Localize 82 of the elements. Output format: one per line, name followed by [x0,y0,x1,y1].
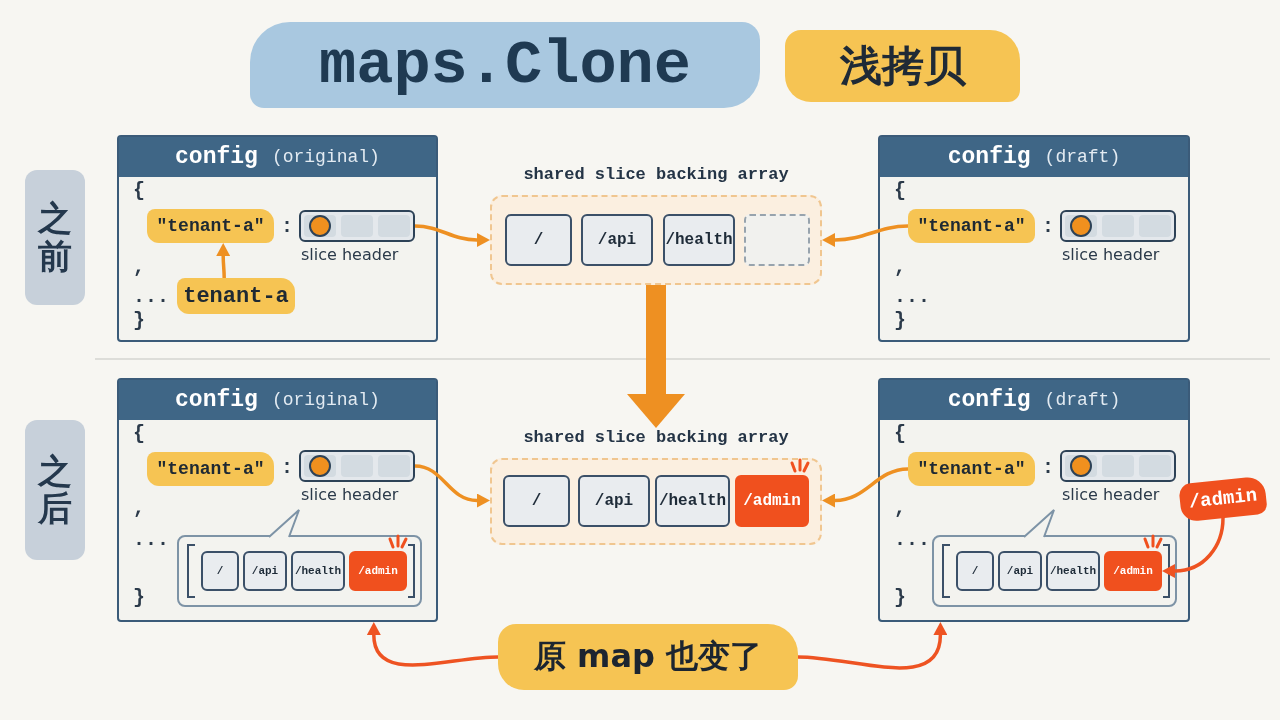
slice-header-label: slice header [1062,245,1160,264]
arrow [797,622,948,670]
panel-title: config [947,387,1031,413]
code-panel [117,378,438,622]
array-cell: / [505,214,572,266]
code-brace: } [894,309,906,333]
array-cell: /api [578,475,650,527]
note-highlight: 原 map 也变了 [498,624,798,690]
code-colon: : [1042,456,1054,480]
callout-bubble [177,508,422,607]
slice-header-bar [299,210,415,242]
panel-title: config [175,387,258,413]
array-cell: /admin [735,475,809,527]
arrow [216,243,231,279]
code-brace: { [894,179,906,203]
array-cell: /health [1046,551,1100,591]
section-label: 之后 [38,452,72,528]
slice-header-bar [1060,450,1176,482]
panel-title: config [947,144,1031,170]
code-ellipsis: ... [133,528,169,552]
code-colon: : [281,215,293,239]
slice-header-label: slice header [301,485,399,504]
key-highlight: "tenant-a" [908,209,1035,243]
arrow [366,622,499,667]
slice-header-bar [1060,210,1176,242]
array-cell: /api [243,551,287,591]
array-cell: /health [655,475,730,527]
code-ellipsis: ... [894,528,930,552]
panel-subtitle: (draft) [1044,147,1121,167]
arrow [627,285,685,428]
panel-subtitle: (original) [271,390,380,410]
section-band [25,170,85,305]
subtitle-highlight: 浅拷贝 [785,30,1020,102]
code-colon: : [281,456,293,480]
code-panel [878,378,1190,622]
code-brace: { [133,422,145,446]
array-cell: / [503,475,570,527]
code-panel [878,135,1190,342]
tag-highlight: tenant-a [177,278,295,314]
array-cell: /api [581,214,653,266]
panel-title: config [175,144,258,170]
arrow [1162,517,1225,578]
empty-slot [744,214,810,266]
array-cell: /admin [349,551,407,591]
key-highlight: "tenant-a" [147,209,274,243]
code-brace: { [894,422,906,446]
code-ellipsis: ... [894,285,930,309]
code-comma: , [894,496,906,520]
code-colon: : [1042,215,1054,239]
section-label: 之前 [38,200,72,275]
code-comma: , [894,255,906,279]
code-comma: , [133,255,145,279]
slice-header-label: slice header [1062,485,1160,504]
panel-subtitle: (original) [271,147,380,167]
array-heading: shared slice backing array [522,428,790,447]
key-highlight: "tenant-a" [147,452,274,486]
code-ellipsis: ... [133,285,169,309]
key-highlight: "tenant-a" [908,452,1035,486]
array-cell: /admin [1104,551,1162,591]
title: maps.Clone [250,22,760,108]
array-cell: /health [663,214,735,266]
array-heading: shared slice backing array [522,165,790,184]
code-brace: } [894,586,906,610]
value-tag: /admin [1178,475,1268,523]
arrow [822,467,909,508]
arrow [414,464,490,508]
callout-bubble [932,508,1177,607]
array-cell: / [956,551,994,591]
array-cell: /api [998,551,1042,591]
slice-header-label: slice header [301,245,399,264]
section-band [25,420,85,560]
code-brace: } [133,309,145,333]
code-brace: { [133,179,145,203]
code-brace: } [133,586,145,610]
array-cell: /health [291,551,345,591]
code-panel [117,135,438,342]
arrow [822,224,909,247]
panel-subtitle: (draft) [1044,390,1121,410]
array-cell: / [201,551,239,591]
slice-header-bar [299,450,415,482]
code-comma: , [133,496,145,520]
arrow [414,224,490,247]
